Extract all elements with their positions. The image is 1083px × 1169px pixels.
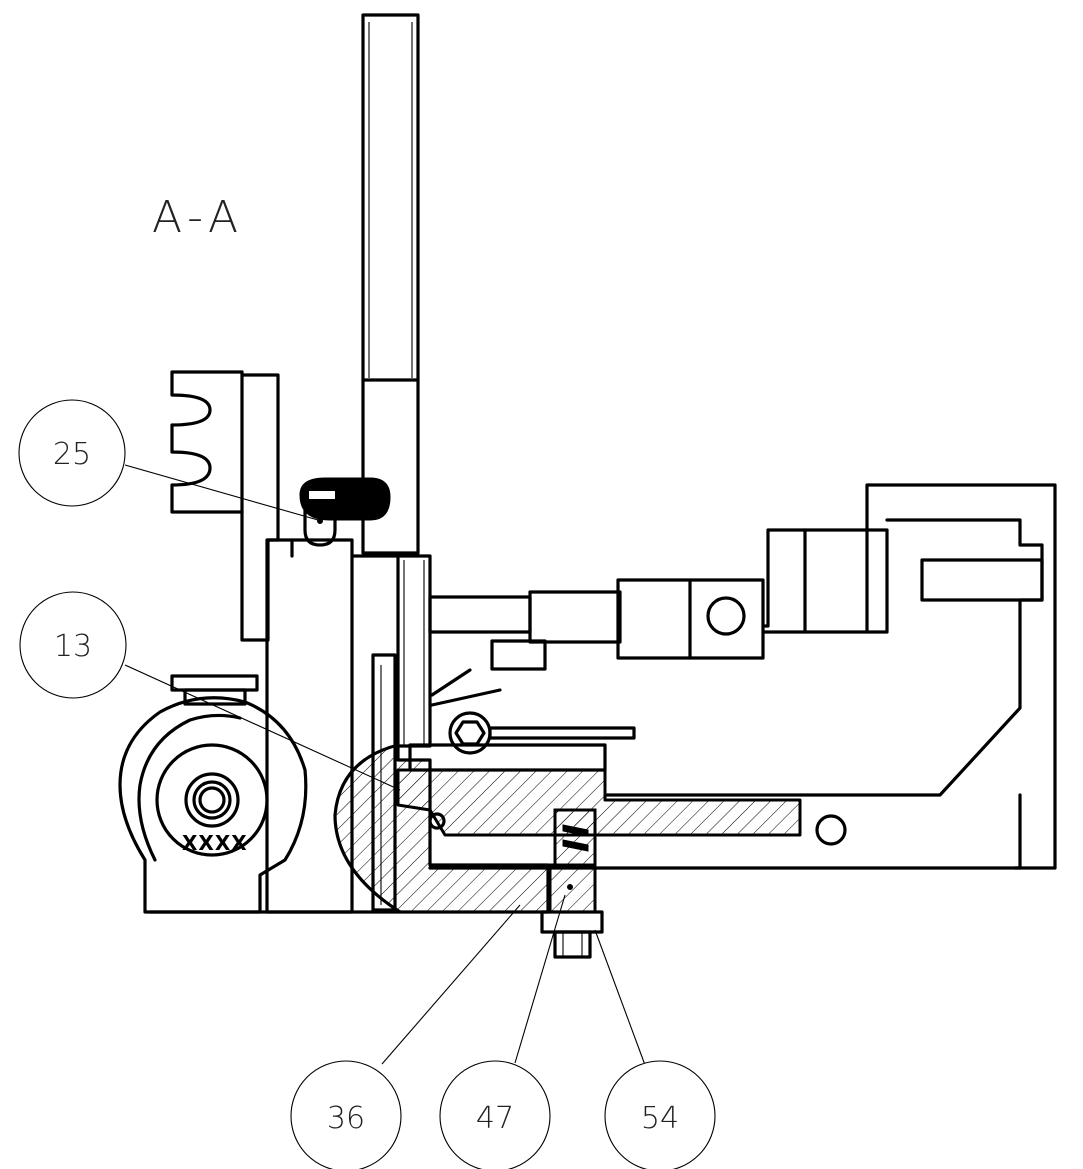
- balloon-13-text: 13: [54, 629, 92, 664]
- section-label: A-A: [152, 192, 244, 243]
- balloon-36-text: 36: [327, 1101, 365, 1136]
- balloon-54-text: 54: [641, 1101, 679, 1136]
- cam-wheel: XXXX: [118, 674, 308, 914]
- balloon-47-text: 47: [476, 1101, 514, 1136]
- balloon-47: 47: [439, 1060, 551, 1169]
- balloon-36: 36: [290, 1060, 402, 1169]
- comb-bracket: [170, 370, 280, 642]
- knob-handle: [299, 477, 391, 547]
- balloon-54: 54: [604, 1060, 716, 1169]
- vertical-rod: [361, 13, 420, 555]
- balloon-25: 25: [18, 399, 126, 507]
- leader-lines: [124, 464, 646, 1066]
- horizontal-rod: [428, 578, 765, 671]
- balloon-13: 13: [19, 591, 127, 699]
- marking-text: XXXX: [182, 831, 248, 855]
- hatched-jaw: [148, 743, 802, 914]
- balloon-25-text: 25: [53, 437, 91, 472]
- spring-plunger: [540, 808, 604, 959]
- hex-screw: [430, 668, 636, 755]
